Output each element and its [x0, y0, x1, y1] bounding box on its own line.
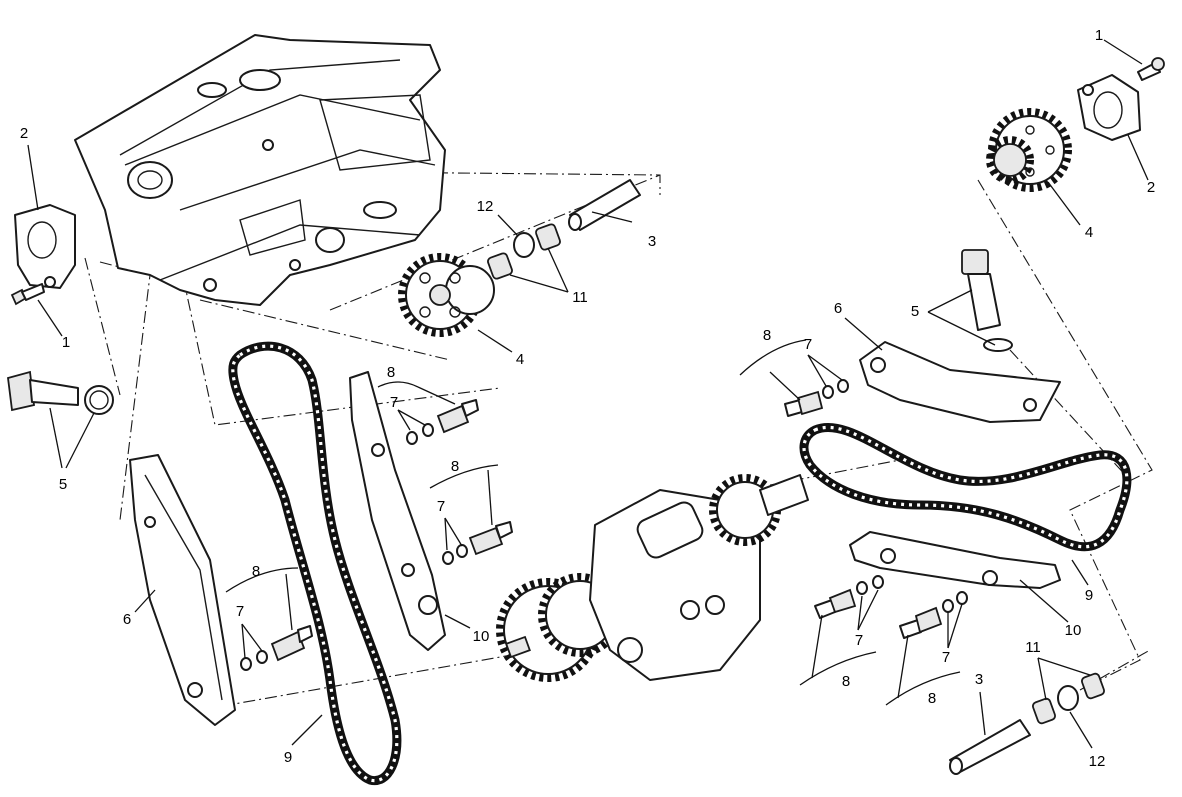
callout-7: 7 — [236, 603, 244, 620]
callout-7: 7 — [437, 498, 445, 515]
callout-1: 1 — [62, 334, 70, 351]
callout-5: 5 — [911, 303, 919, 320]
callout-8: 8 — [842, 673, 850, 690]
callout-7: 7 — [804, 336, 812, 353]
callout-3: 3 — [648, 233, 656, 250]
tensioner-slider-left — [129, 454, 236, 726]
callout-6: 6 — [123, 611, 131, 628]
bearings-spacer-left — [487, 179, 641, 280]
callout-11: 11 — [572, 289, 588, 306]
callout-7: 7 — [390, 394, 398, 411]
chain-tensioner-left — [7, 370, 114, 415]
callout-3: 3 — [975, 671, 983, 688]
pin-washers-lower-right-b — [899, 591, 968, 639]
timing-chain-left — [228, 341, 402, 786]
timing-chain-right — [799, 423, 1132, 552]
callout-2: 2 — [20, 125, 28, 142]
bolt-left — [10, 283, 45, 306]
callout-8: 8 — [928, 690, 936, 707]
callout-10: 10 — [473, 628, 490, 645]
camshaft-sprocket-left — [398, 253, 495, 337]
callout-11: 11 — [1025, 639, 1041, 656]
chain-tensioner-right — [961, 249, 1013, 352]
pin-washers-upper-right — [784, 379, 849, 417]
callout-9: 9 — [1085, 587, 1093, 604]
cover-plate-right — [1077, 74, 1141, 141]
callout-10: 10 — [1065, 622, 1082, 639]
callout-12: 12 — [1089, 753, 1106, 770]
callout-2: 2 — [1147, 179, 1155, 196]
callout-7: 7 — [855, 632, 863, 649]
callout-4: 4 — [516, 351, 524, 368]
pin-washers-middle-left — [442, 521, 513, 565]
callouts: 1 2 3 4 5 6 7 7 7 8 8 8 9 10 11 12 1 2 4… — [20, 27, 1155, 770]
callout-12: 12 — [477, 198, 494, 215]
callout-4: 4 — [1085, 224, 1093, 241]
pin-washers-lower-right-a — [814, 575, 884, 619]
callout-8: 8 — [252, 563, 260, 580]
callout-8: 8 — [763, 327, 771, 344]
chain-guide-left — [349, 371, 446, 651]
callout-8: 8 — [387, 364, 395, 381]
bolt-right — [1137, 57, 1165, 81]
tensioner-slider-right — [859, 341, 1061, 423]
callout-5: 5 — [59, 476, 67, 493]
chain-guide-right — [849, 531, 1061, 589]
cover-plate-left — [14, 204, 76, 289]
callout-6: 6 — [834, 300, 842, 317]
camshaft-sprocket-right — [986, 108, 1072, 192]
pin-washers-upper-left — [406, 399, 479, 445]
callout-9: 9 — [284, 749, 292, 766]
leader-lines — [27, 39, 1149, 749]
cylinder-head — [74, 34, 446, 306]
callout-1: 1 — [1095, 27, 1103, 44]
crankshaft — [496, 474, 809, 682]
callout-8: 8 — [451, 458, 459, 475]
callout-7: 7 — [942, 649, 950, 666]
bearings-spacer-right — [949, 672, 1105, 775]
pin-washers-lower-left — [240, 625, 313, 671]
